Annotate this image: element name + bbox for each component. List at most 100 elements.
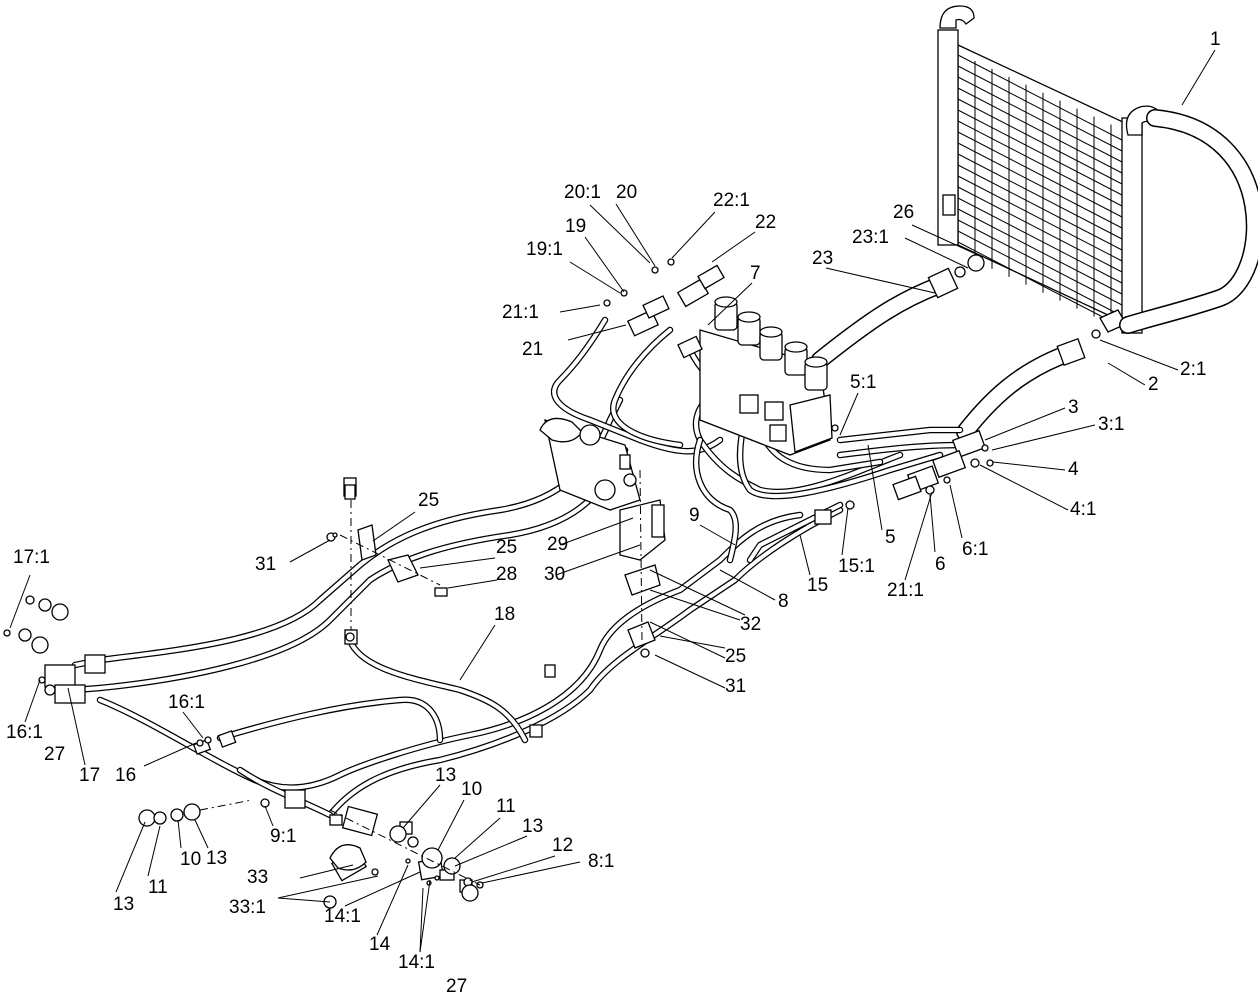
callout-12: 12 xyxy=(552,835,573,856)
leader-line xyxy=(419,887,424,953)
o-ring xyxy=(640,648,650,658)
tube-fitting xyxy=(434,587,448,597)
leader-line xyxy=(584,236,625,293)
cooler-fin xyxy=(957,98,1123,185)
leader-line xyxy=(402,784,441,829)
leader-line xyxy=(589,204,651,264)
solenoid-cap xyxy=(714,296,738,308)
solenoid-cap xyxy=(737,311,761,323)
o-ring xyxy=(925,485,935,495)
leader-line xyxy=(9,574,31,629)
callout-26: 26 xyxy=(893,202,914,223)
callout-16: 16 xyxy=(115,765,136,786)
leader-line xyxy=(376,864,409,936)
assembly-axis xyxy=(199,799,253,811)
leader-line xyxy=(115,821,146,893)
tube-fitting xyxy=(84,654,106,674)
callout-20-1: 20:1 xyxy=(564,182,601,203)
leader-line xyxy=(841,507,849,556)
callout-31a: 31 xyxy=(255,554,276,575)
tube-fitting xyxy=(344,484,356,500)
callout-11a: 11 xyxy=(148,877,168,898)
leader-line xyxy=(929,494,936,553)
callout-5-1: 5:1 xyxy=(850,372,876,393)
o-ring xyxy=(153,811,167,825)
leader-line xyxy=(904,237,969,269)
tube-fitting xyxy=(329,814,343,826)
leader-line xyxy=(904,491,933,581)
hydraulic-tube-inner xyxy=(694,438,738,562)
leader-line xyxy=(147,825,161,877)
cooler-fin xyxy=(957,54,1123,141)
hydraulic-tube-inner xyxy=(218,697,442,742)
o-ring xyxy=(986,459,994,467)
callout-labels: 1 2 2:1 3 3:1 4 4:1 5 5:1 6 6:1 7 8 8:1 … xyxy=(6,29,1221,997)
cooler-fin xyxy=(957,186,1123,273)
callout-17-1: 17:1 xyxy=(13,547,50,568)
callout-10b: 10 xyxy=(461,779,482,800)
leader-line xyxy=(24,679,41,723)
cooler-fin xyxy=(957,197,1123,284)
callout-21: 21 xyxy=(522,339,543,360)
valve-manifold xyxy=(699,296,833,456)
oil-cooler xyxy=(937,5,1163,334)
leader-line xyxy=(839,392,859,436)
tube-fitting xyxy=(217,730,237,748)
tube-fitting xyxy=(529,724,543,738)
leader-line xyxy=(569,261,621,294)
leader-line xyxy=(559,517,634,546)
leader-line xyxy=(711,231,756,263)
leader-line xyxy=(867,444,883,531)
callout-18: 18 xyxy=(494,604,515,625)
o-ring xyxy=(405,858,411,864)
o-ring xyxy=(981,444,989,452)
cooler-fin xyxy=(957,153,1123,240)
hydraulic-tube-inner xyxy=(552,318,722,454)
assembly-axis xyxy=(329,809,481,886)
hydraulic-tube-inner xyxy=(611,328,682,447)
o-ring xyxy=(443,857,461,875)
leader-line xyxy=(979,464,1069,511)
hydraulic-tube-inner xyxy=(738,418,942,499)
callout-25a: 25 xyxy=(418,490,439,511)
callout-19: 19 xyxy=(565,216,586,237)
cooler-fin xyxy=(957,230,1123,317)
o-ring xyxy=(3,629,11,637)
o-ring xyxy=(421,847,443,869)
o-ring xyxy=(389,825,407,843)
cooler-fin xyxy=(957,65,1123,152)
callout-3-1: 3:1 xyxy=(1098,414,1124,435)
hydraulic-tube xyxy=(71,396,624,669)
o-ring xyxy=(461,884,479,902)
o-ring xyxy=(38,598,52,612)
tube-fitting xyxy=(697,264,725,290)
o-ring xyxy=(204,736,212,744)
leader-line xyxy=(719,569,776,601)
cooler-hose xyxy=(1119,109,1258,334)
callout-3: 3 xyxy=(1068,397,1079,418)
tube-network xyxy=(71,316,964,819)
callout-8: 8 xyxy=(778,591,789,612)
leader-line xyxy=(194,819,209,849)
leader-line xyxy=(649,569,746,616)
leader-line xyxy=(654,654,726,689)
o-ring xyxy=(371,868,379,876)
brackets xyxy=(339,469,666,649)
callout-14-1b: 14:1 xyxy=(398,952,435,973)
hydraulic-tube-inner xyxy=(838,428,962,442)
hydraulic-tube-inner xyxy=(328,508,842,817)
o-ring xyxy=(667,258,675,266)
callout-33: 33 xyxy=(247,867,268,888)
leader-line xyxy=(1181,49,1216,106)
callout-6-1: 6:1 xyxy=(962,539,988,560)
hydraulic-tube-inner xyxy=(348,638,527,742)
o-ring xyxy=(603,299,611,307)
tube-fitting xyxy=(951,429,987,459)
tube-fitting xyxy=(54,684,86,704)
callout-8-1: 8:1 xyxy=(588,851,614,872)
leader-line xyxy=(277,897,331,903)
leader-line xyxy=(1099,339,1179,371)
callout-13d: 13 xyxy=(522,816,543,837)
o-ring xyxy=(44,684,56,696)
